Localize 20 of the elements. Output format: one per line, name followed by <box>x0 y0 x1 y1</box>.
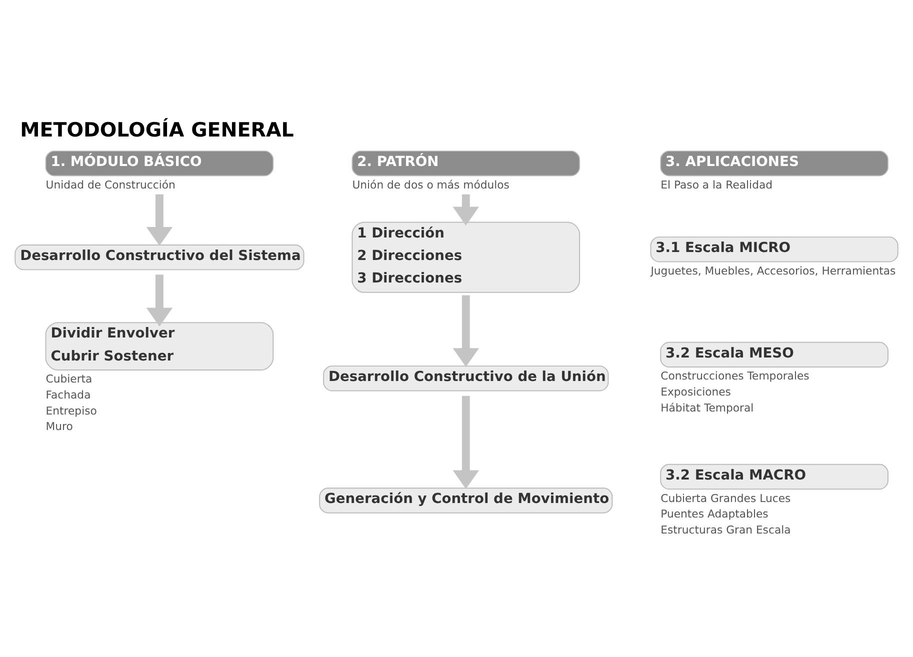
arrow <box>452 295 480 367</box>
node-label: Unión de dos o más módulos <box>352 178 510 192</box>
arrow <box>452 194 480 226</box>
node-label: Muro <box>46 420 73 434</box>
node-label: Cubierta Grandes Luces <box>660 492 791 505</box>
node-label: Hábitat Temporal <box>660 401 754 414</box>
arrow <box>452 396 480 490</box>
arrow <box>146 274 173 326</box>
node-label: Juguetes, Muebles, Accesorios, Herramientas <box>650 264 896 278</box>
node-label: Exposiciones <box>660 386 731 399</box>
node-label: Unidad de Construcción <box>46 178 176 192</box>
node-label: El Paso a la Realidad <box>660 178 773 192</box>
node-label: Cubierta <box>46 372 92 386</box>
node-label: Estructuras Gran Escala <box>660 523 791 536</box>
node-label: Fachada <box>46 388 91 402</box>
node-label: Puentes Adaptables <box>660 508 768 521</box>
node-label: Entrepiso <box>46 404 97 418</box>
node-label: Construcciones Temporales <box>660 370 810 383</box>
diagram-title: METODOLOGÍA GENERAL <box>20 118 294 142</box>
arrow <box>146 194 173 246</box>
